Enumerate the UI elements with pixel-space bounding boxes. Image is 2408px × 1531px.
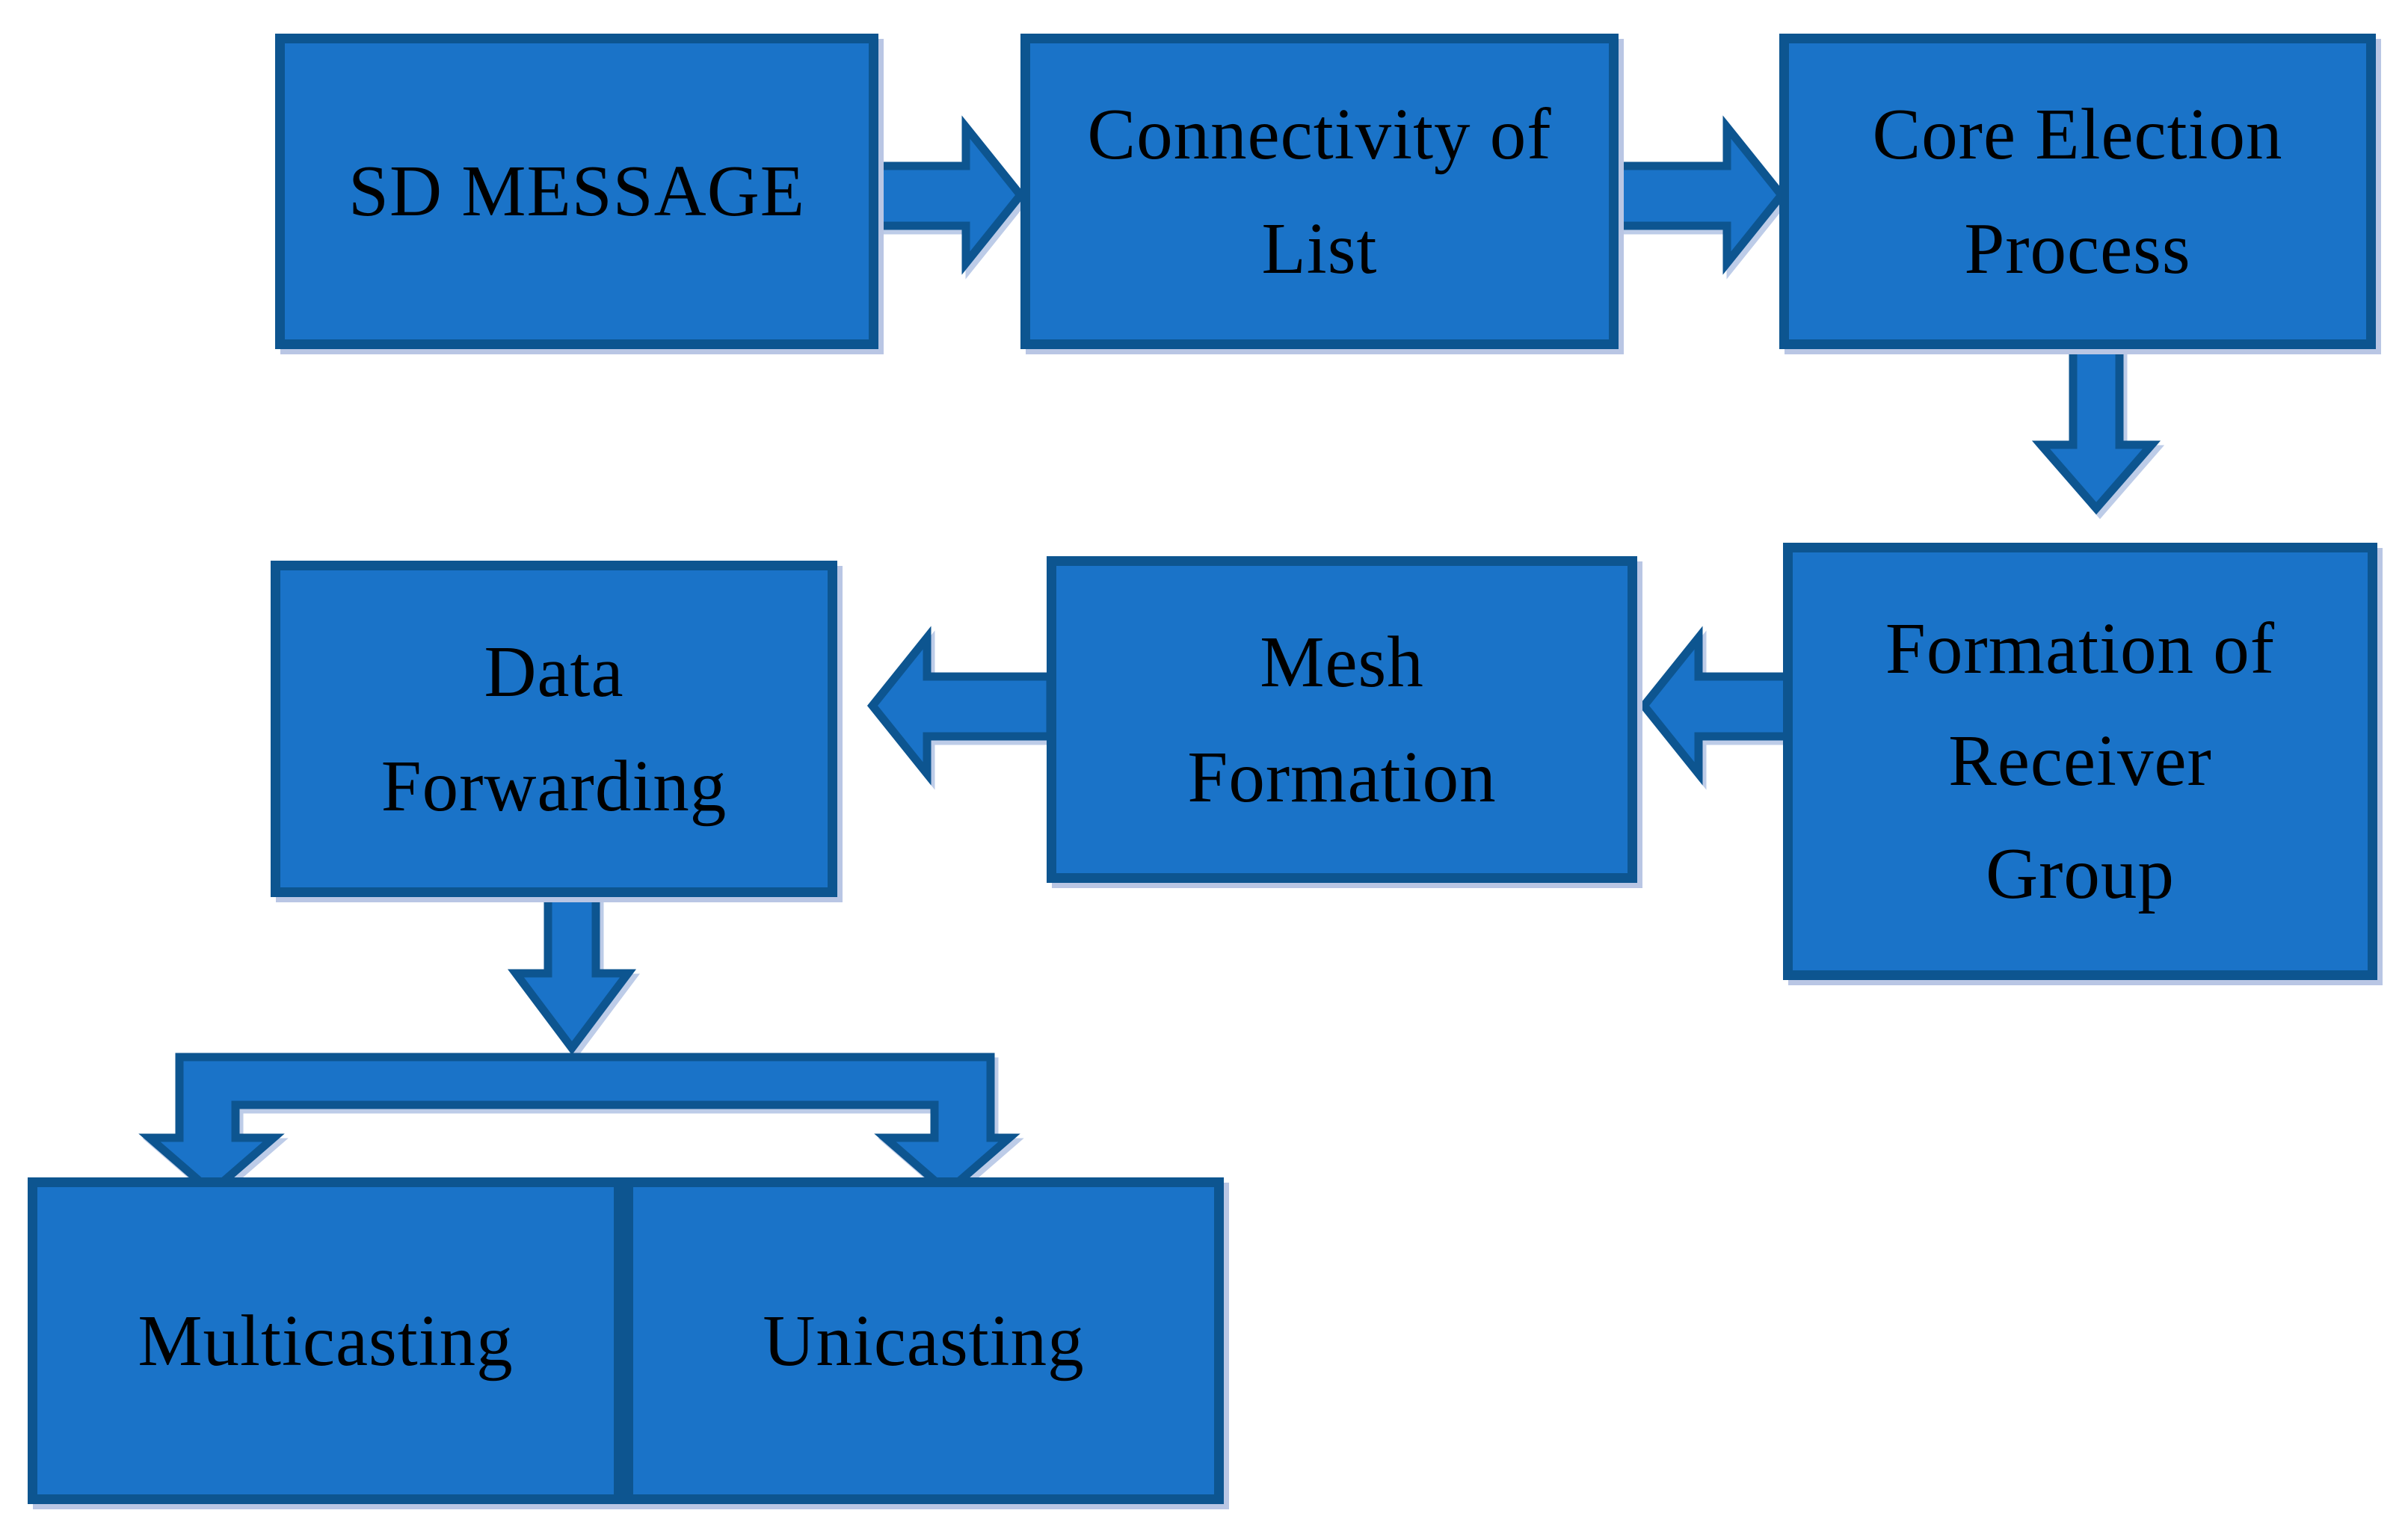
node-label: Formation of Receiver Group [1885, 608, 2276, 914]
node-multicasting: Multicasting [28, 1177, 623, 1504]
node-label: Connectivity of List [1087, 93, 1552, 289]
arrow-sd-to-connectivity-icon [866, 115, 1026, 275]
node-label: Unicasting [763, 1300, 1085, 1381]
node-label: Multicasting [138, 1300, 514, 1381]
arrow-connectivity-to-core-icon [1609, 115, 1787, 275]
node-label: Mesh Formation [1187, 622, 1497, 817]
node-data-forwarding: Data Forwarding [271, 561, 837, 897]
arrow-mesh-to-data-icon [866, 626, 1055, 786]
node-label: Core Election Process [1872, 93, 2283, 289]
arrow-core-to-formation-icon [2031, 339, 2161, 515]
arrow-data-to-splitter-icon [508, 891, 636, 1056]
splitter-bracket-arrows-icon [138, 1053, 1020, 1198]
node-connectivity-of-list: Connectivity of List [1020, 34, 1619, 349]
node-mesh-formation: Mesh Formation [1047, 556, 1637, 883]
node-label: SD MESSAGE [348, 151, 805, 232]
node-formation-of-receiver-group: Formation of Receiver Group [1783, 543, 2377, 980]
node-sd-message: SD MESSAGE [275, 34, 878, 349]
node-unicasting: Unicasting [623, 1177, 1224, 1504]
node-core-election-process: Core Election Process [1779, 34, 2376, 349]
node-label: Data Forwarding [381, 631, 727, 826]
arrow-formation-to-mesh-icon [1638, 626, 1799, 786]
